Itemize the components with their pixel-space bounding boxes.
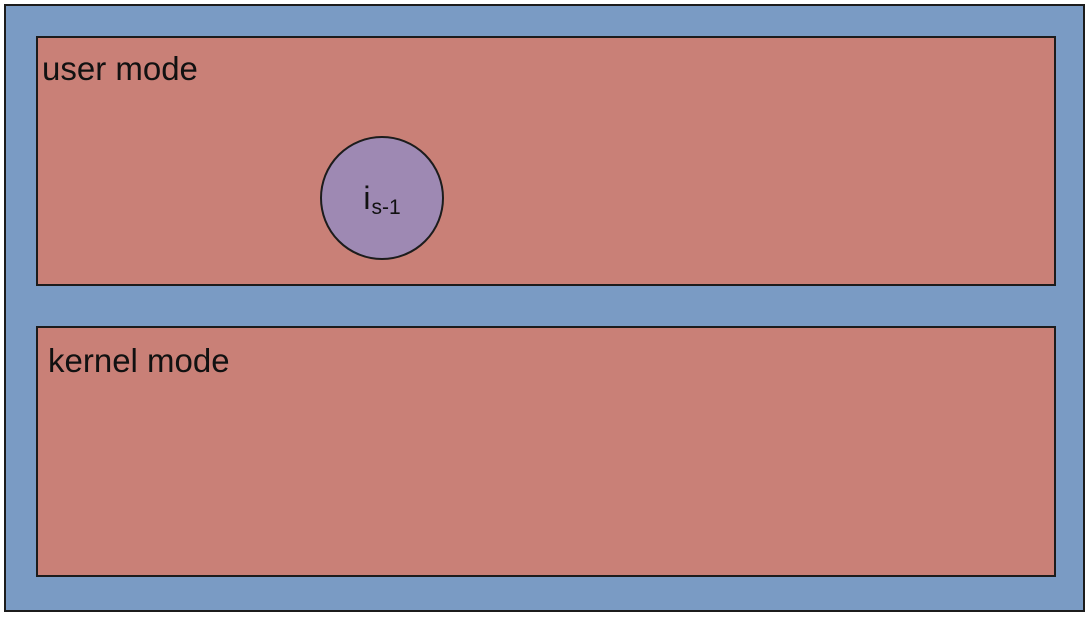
kernel-mode-box: kernel mode — [36, 326, 1056, 577]
kernel-mode-label: kernel mode — [48, 342, 230, 379]
instruction-symbol: i — [363, 180, 371, 216]
user-mode-box: user mode — [36, 36, 1056, 286]
instruction-subscript: s-1 — [371, 196, 401, 219]
user-mode-label: user mode — [42, 50, 198, 87]
